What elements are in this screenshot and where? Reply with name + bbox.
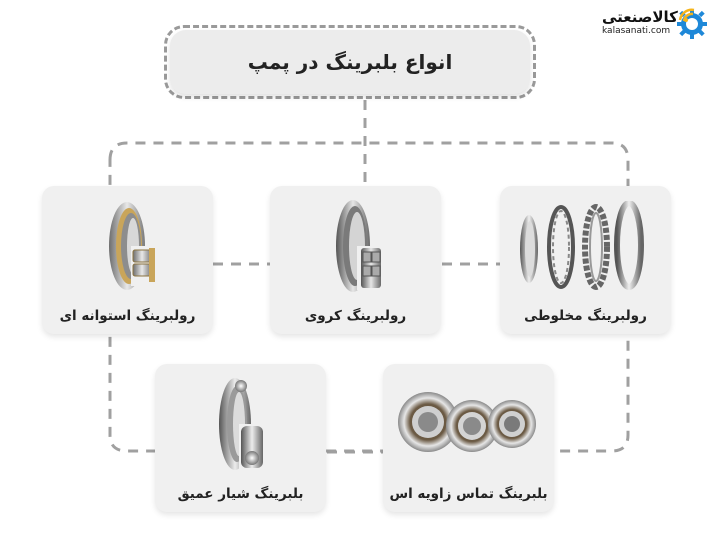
title-box: انواع بلبرینگ در پمپ bbox=[170, 30, 530, 94]
card-angular-contact-ball-bearing[interactable]: بلبرینگ تماس زاویه اس bbox=[383, 364, 554, 512]
kalasanati-logo[interactable]: کالاصنعتی kalasanati.com bbox=[600, 6, 710, 40]
cylindrical-roller-bearing-icon bbox=[108, 202, 157, 290]
gear-wifi-icon bbox=[677, 8, 707, 39]
card-label: بلبرینگ تماس زاویه اس bbox=[389, 486, 548, 502]
card-label: رولبرینگ مخلوطی bbox=[524, 308, 647, 324]
logo-brand-text: کالاصنعتی bbox=[602, 8, 678, 26]
logo-domain-text: kalasanati.com bbox=[602, 26, 671, 36]
angular-contact-ball-bearings-icon bbox=[397, 392, 536, 452]
card-tapered-roller-bearing[interactable]: رولبرینگ مخلوطی bbox=[500, 186, 671, 334]
spherical-roller-bearing-icon bbox=[335, 200, 387, 292]
card-spherical-roller-bearing[interactable]: رولبرینگ کروی bbox=[270, 186, 441, 334]
card-label: بلبرینگ شیار عمیق bbox=[177, 486, 304, 502]
title-dashed-frame bbox=[164, 25, 536, 99]
card-label: رولبرینگ کروی bbox=[304, 308, 407, 324]
card-cylindrical-roller-bearing[interactable]: رولبرینگ استوانه ای bbox=[42, 186, 213, 334]
card-deep-groove-ball-bearing[interactable]: بلبرینگ شیار عمیق bbox=[155, 364, 326, 512]
card-label: رولبرینگ استوانه ای bbox=[59, 308, 196, 324]
page-title: انواع بلبرینگ در پمپ bbox=[247, 50, 453, 74]
tapered-roller-bearing-parts-icon bbox=[519, 201, 644, 290]
deep-groove-ball-bearing-icon bbox=[218, 378, 269, 470]
